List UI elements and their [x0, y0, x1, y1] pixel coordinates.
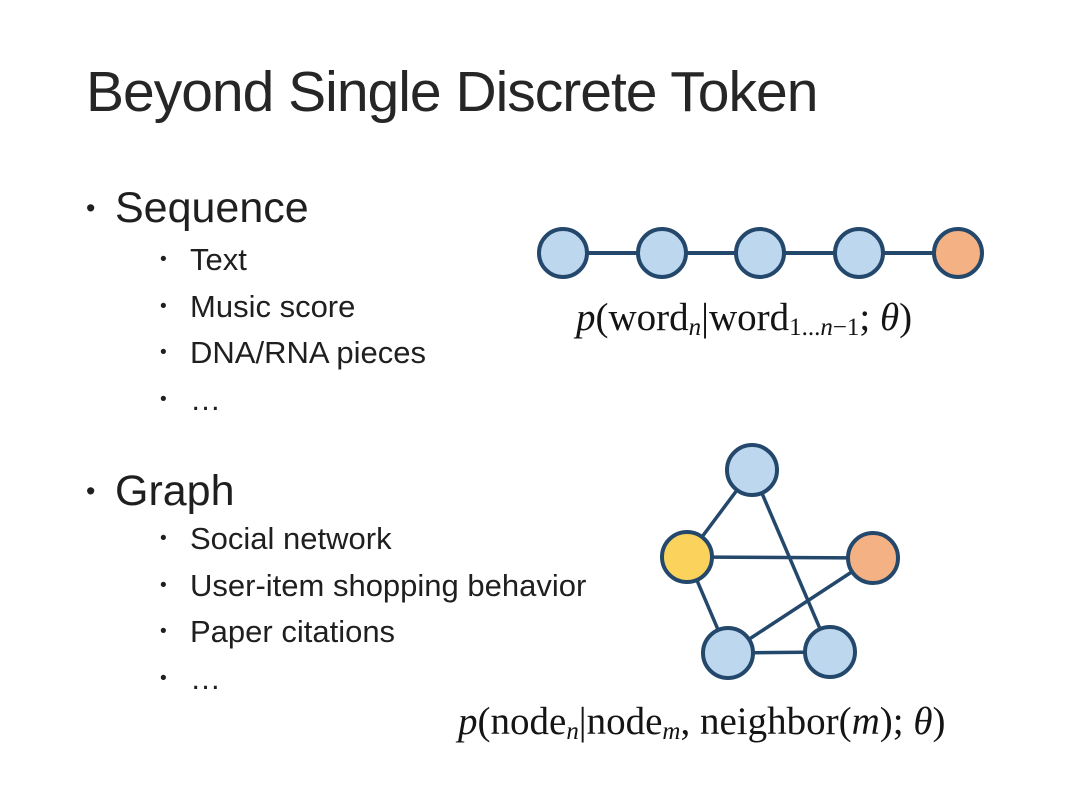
bullet-label: Paper citations [190, 614, 396, 649]
graph-node-bottomleft-blue [701, 626, 755, 680]
graph-node-bottomright-blue [803, 625, 857, 679]
formula-token: 1... [789, 313, 821, 341]
formula-token: ; [859, 296, 880, 339]
bullet-glyph: • [86, 193, 96, 223]
formula-token: ; [892, 700, 914, 743]
sequence-node-blue [537, 227, 589, 279]
sequence-node-blue [734, 227, 786, 279]
formula-token: , [680, 700, 700, 743]
bullet-item-level2: • Text [86, 237, 426, 284]
bullet-glyph: • [160, 295, 167, 317]
formula-token: | [701, 296, 709, 339]
bullet-item-level1: • Sequence [86, 183, 426, 233]
bullet-item-level2: • Music score [86, 284, 426, 331]
bullet-label: … [190, 381, 221, 417]
bullet-label-sequence: Sequence [115, 184, 309, 232]
sub-bullet-list: • Text • Music score • DNA/RNA pieces • … [86, 237, 426, 423]
bullet-item-level2: • Social network [86, 516, 586, 563]
bullet-glyph: • [160, 667, 167, 689]
formula-token: ) [899, 296, 913, 339]
sequence-formula: p(wordn|word1...n−1; θ) [576, 294, 912, 343]
bullet-label: DNA/RNA pieces [190, 335, 427, 370]
bullet-glyph: • [160, 528, 167, 549]
bullet-group-sequence: • Sequence • Text • Music score • DNA/RN… [86, 183, 426, 423]
formula-token: θ [913, 700, 933, 743]
bullet-group-graph: • Graph • Social network • User-item sho… [86, 466, 586, 702]
bullet-label: User-item shopping behavior [190, 567, 587, 603]
bullet-item-level2: • Paper citations [86, 609, 586, 656]
sequence-node-blue [636, 227, 688, 279]
formula-token: | [578, 700, 587, 743]
formula-token: m [851, 700, 880, 743]
formula-token: n [566, 717, 579, 745]
sequence-node-orange [932, 227, 984, 279]
bullet-item-level2: • … [86, 377, 426, 424]
formula-token: n [688, 313, 702, 341]
bullet-glyph: • [160, 342, 167, 363]
formula-token: node [586, 700, 663, 743]
formula-token: ( [838, 700, 852, 743]
bullet-glyph: • [86, 476, 96, 506]
formula-token: −1 [832, 313, 860, 341]
formula-token: m [662, 717, 681, 745]
graph-node-top-blue [725, 443, 779, 497]
formula-token: ) [932, 700, 946, 743]
bullet-label-graph: Graph [115, 467, 235, 515]
graph-edge [750, 469, 832, 653]
graph-node-left-yellow [660, 530, 714, 584]
formula-token: ( [595, 296, 609, 339]
bullet-label: Social network [190, 521, 392, 556]
bullet-glyph: • [160, 249, 167, 270]
formula-token: p [576, 296, 596, 339]
sequence-diagram [537, 227, 984, 279]
formula-token: p [458, 700, 478, 743]
formula-token: n [820, 313, 833, 341]
bullet-item-level1: • Graph [86, 466, 586, 516]
graph-edge [727, 556, 874, 655]
bullet-label: Text [190, 242, 247, 277]
formula-token: node [490, 700, 567, 743]
bullet-glyph: • [160, 574, 167, 596]
graph-formula: p(noden|nodem, neighbor(m); θ) [458, 698, 946, 747]
bullet-glyph: • [160, 388, 167, 410]
sub-bullet-list: • Social network • User-item shopping be… [86, 516, 586, 702]
bullet-item-level2: • DNA/RNA pieces [86, 330, 426, 377]
bullet-label: … [190, 660, 221, 696]
graph-node-right-orange [846, 531, 900, 585]
slide-title: Beyond Single Discrete Token [86, 60, 818, 124]
sequence-node-blue [833, 227, 885, 279]
graph-diagram [660, 443, 900, 680]
bullet-label: Music score [190, 288, 356, 324]
formula-token: word [708, 296, 790, 339]
bullet-item-level2: • User-item shopping behavior [86, 563, 586, 610]
bullet-glyph: • [160, 621, 167, 642]
formula-token: ) [879, 700, 893, 743]
formula-token: θ [879, 296, 900, 339]
bullet-item-level2: • … [86, 656, 586, 703]
graph-edge [686, 555, 874, 560]
formula-token: neighbor [699, 700, 839, 743]
formula-token: word [608, 296, 689, 339]
formula-token: ( [477, 700, 491, 743]
